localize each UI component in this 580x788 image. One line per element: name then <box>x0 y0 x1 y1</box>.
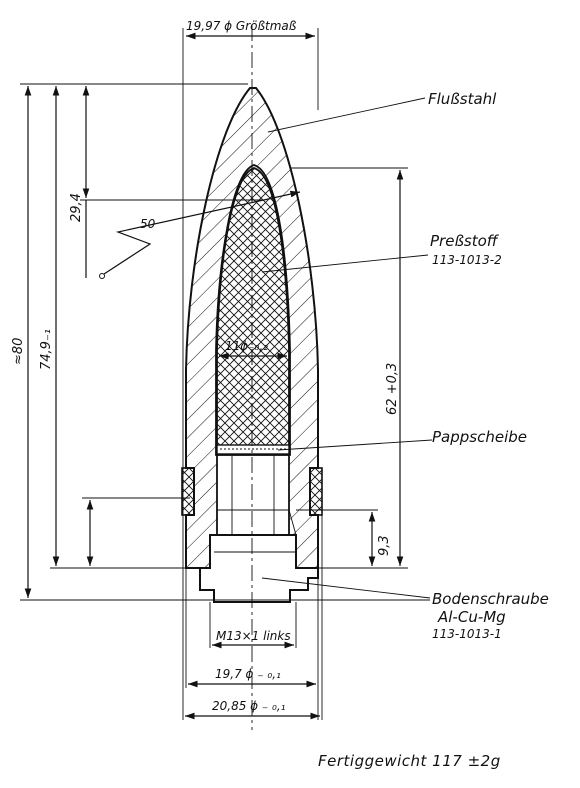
radius-leader: 50 <box>85 190 301 279</box>
label-filler-text: Preßstoff <box>430 232 500 250</box>
cavity-depth-dimension: 62 +0,3 <box>290 167 408 569</box>
driving-band-left <box>181 467 195 516</box>
overall-length-dimension: ≈80 <box>11 83 430 601</box>
ogive-length-dimension: 29,4 <box>69 86 262 222</box>
base-diameter-text: 19,7 ϕ ₋ ₀,₁ <box>215 667 281 681</box>
band-diameter-dimension: 20,85 ϕ ₋ ₀,₁ <box>185 515 323 720</box>
cardboard-disk <box>216 444 290 455</box>
thread-length-dimension-left <box>82 497 190 566</box>
label-steel-text: Flußstahl <box>428 90 497 108</box>
band-diameter-text: 20,85 ϕ ₋ ₀,₁ <box>212 699 286 713</box>
core-diameter-dimension: 11ϕ₋₀,₂ <box>219 339 287 360</box>
ogive-length-text: 29,4 <box>69 193 84 222</box>
cavity-depth-text: 62 +0,3 <box>385 363 400 415</box>
thread-length-dimension-right: 9,3 <box>296 509 392 566</box>
body-length-dimension: 74,9₋₁ <box>39 86 186 569</box>
label-base-screw-text: Bodenschraube <box>432 590 549 608</box>
max-diameter-text: 19,97 ϕ Größtmaß <box>186 19 297 33</box>
max-diameter-dimension: 19,97 ϕ Größtmaß <box>182 19 319 720</box>
core-diameter-text: 11ϕ₋₀,₂ <box>225 339 268 353</box>
label-filler-code: 113-1013-2 <box>432 253 502 267</box>
label-base-code: 113-1013-1 <box>432 627 502 641</box>
base-bore <box>216 454 290 536</box>
label-cardboard: Pappscheibe <box>277 428 527 451</box>
thread-spec-text: M13×1 links <box>216 629 291 643</box>
thread-spec-dimension: M13×1 links <box>209 602 297 649</box>
base-diameter-dimension: 19,7 ϕ ₋ ₀,₁ <box>185 568 319 720</box>
finished-weight-text: Fertiggewicht 117 ±2g <box>318 752 501 770</box>
label-base-material: Al-Cu-Mg <box>437 608 506 626</box>
label-base-screw: Bodenschraube Al-Cu-Mg 113-1013-1 <box>261 577 549 641</box>
radius-text: 50 <box>140 217 156 231</box>
thread-length-text: 9,3 <box>377 535 392 556</box>
label-steel: Flußstahl <box>267 90 497 133</box>
body-length-text: 74,9₋₁ <box>39 329 54 370</box>
overall-length-text: ≈80 <box>11 338 26 365</box>
label-filler: Preßstoff 113-1013-2 <box>261 232 502 273</box>
driving-band-right <box>309 467 323 516</box>
label-cardboard-text: Pappscheibe <box>432 428 527 446</box>
